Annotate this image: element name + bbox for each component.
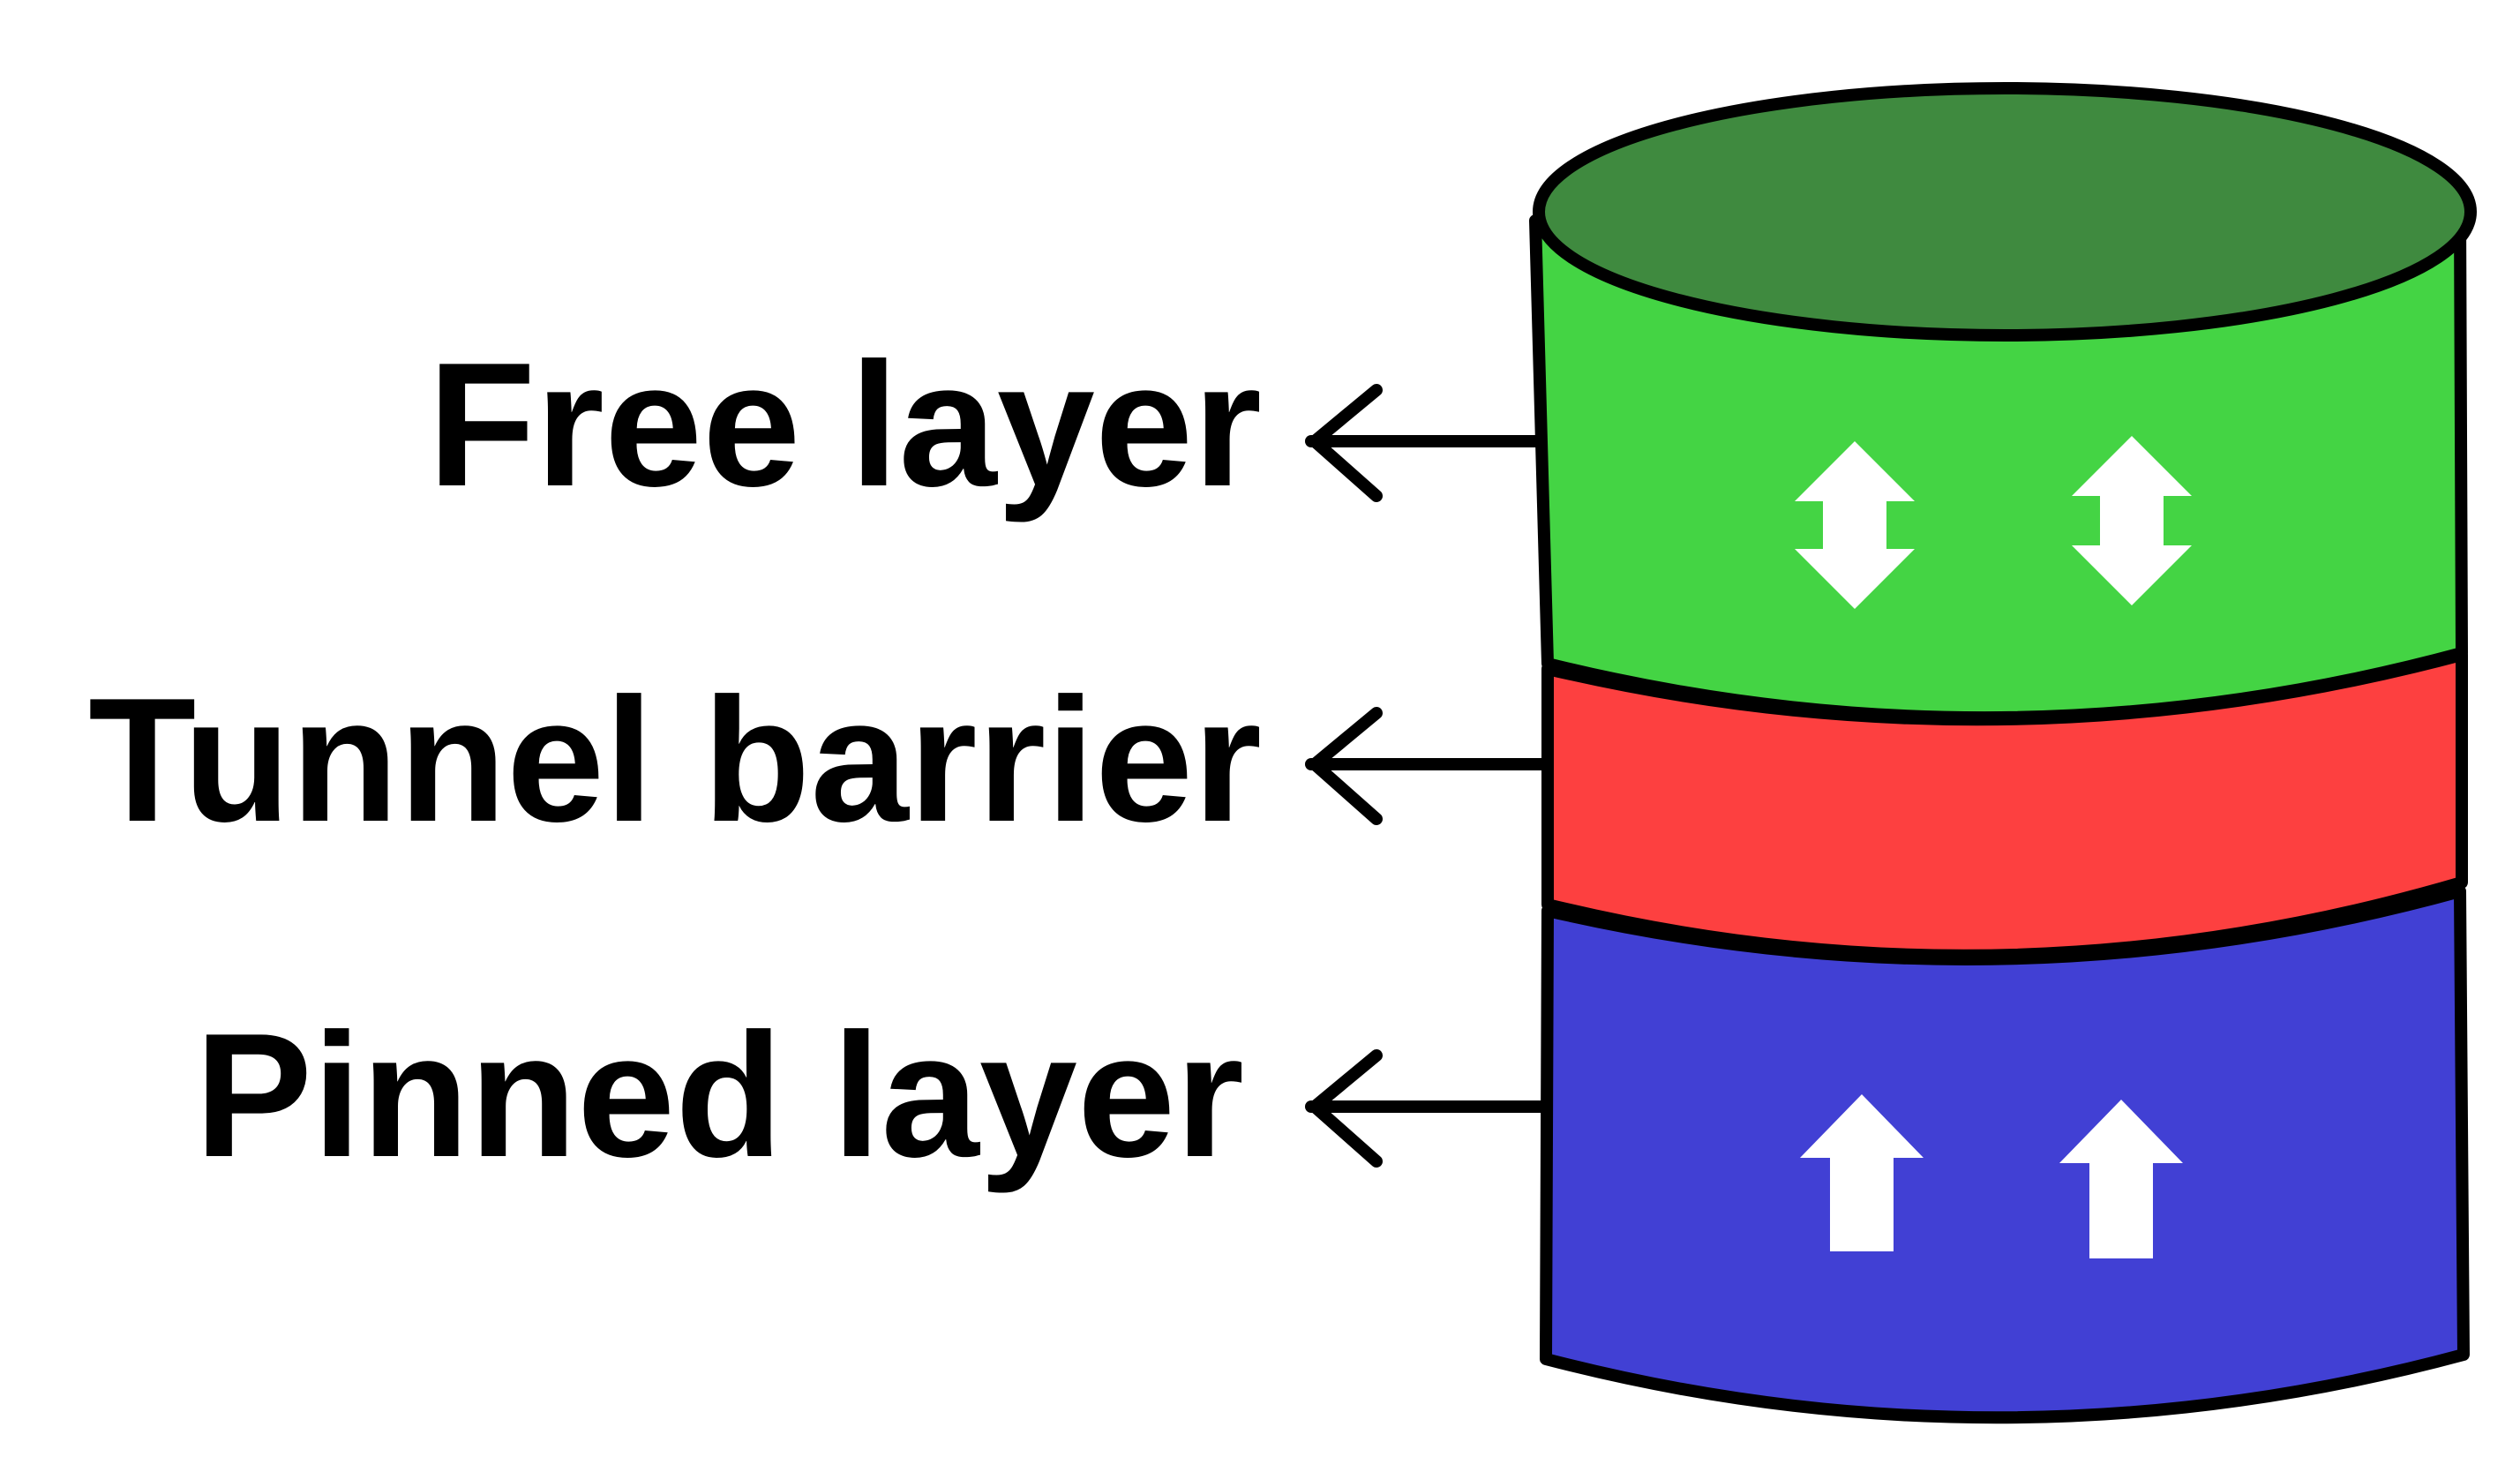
free-layer-label: Free layer <box>428 327 1262 523</box>
up-arrow-icon <box>1800 1094 1924 1251</box>
double-headed-vertical-arrow-icon <box>1795 441 1915 609</box>
free-layer-pointer-arrow <box>1305 384 1541 502</box>
cylinder-top <box>1533 82 2477 342</box>
double-headed-vertical-arrow-icon <box>2072 436 2192 605</box>
up-arrow-icon <box>2059 1100 2183 1258</box>
tunnel-barrier-pointer-arrow <box>1305 707 1550 825</box>
pinned-layer-pointer-arrow <box>1305 1049 1552 1168</box>
tunnel-barrier-label: Tunnel barrier <box>88 662 1262 859</box>
pinned-layer <box>1540 885 2470 1424</box>
pinned-layer-label: Pinned layer <box>195 997 1244 1194</box>
